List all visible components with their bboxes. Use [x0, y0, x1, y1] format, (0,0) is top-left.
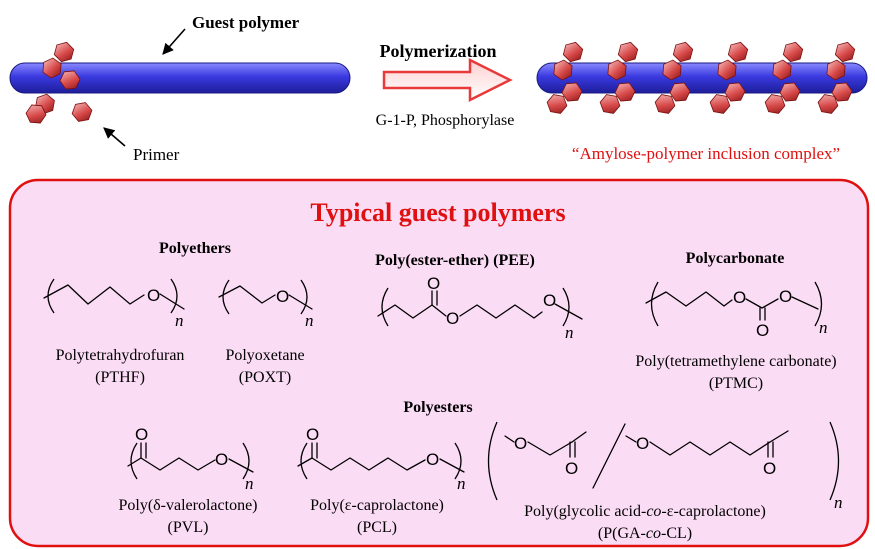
polymerization-arrow	[382, 57, 513, 103]
pee-repeat-n: n	[565, 323, 574, 342]
pthf-abbr: (PTHF)	[95, 369, 145, 386]
poxt-name: Polyoxetane	[225, 347, 304, 364]
inclusion-complex	[536, 39, 868, 118]
primer-pointer	[103, 127, 126, 147]
pcl-oxygen: O	[426, 450, 439, 469]
pgacl-separator	[592, 423, 626, 489]
guest-polymer-pointer	[162, 28, 186, 55]
poxt-oxygen: O	[276, 287, 289, 306]
ptmc-structure: O O O n	[645, 281, 828, 340]
ptmc-abbr: (PTMC)	[709, 375, 763, 392]
pee-carbonyl-oxygen: O	[427, 274, 440, 293]
ptmc-carbonyl-oxygen: O	[756, 321, 769, 340]
category-pee: Poly(ester-ether) (PEE)	[375, 252, 535, 269]
pcl-structure: O O n	[297, 425, 466, 493]
pee-structure: O O O n	[377, 274, 583, 342]
pcl-abbr: (PCL)	[357, 519, 397, 536]
category-polycarbonate: Polycarbonate	[686, 250, 785, 267]
pgacl-repeat-n: n	[834, 493, 843, 512]
pvl-name: Poly(δ-valerolactone)	[118, 497, 257, 514]
category-polyethers: Polyethers	[159, 240, 231, 257]
ptmc-repeat-n: n	[819, 318, 828, 337]
pvl-structure: O O n	[127, 425, 254, 493]
pthf-structure: O n	[43, 278, 185, 330]
polymerization-conditions: G-1-P, Phosphorylase	[376, 112, 515, 129]
pgacl-ga-ether-oxygen: O	[514, 434, 527, 453]
ptmc-oxygen-right: O	[779, 287, 792, 306]
complex-polymer-rod	[536, 62, 868, 94]
guest-polymer-rod	[9, 62, 351, 94]
ptmc-name: Poly(tetramethylene carbonate)	[635, 353, 836, 370]
primer-label: Primer	[133, 145, 180, 164]
pee-ester-oxygen: O	[446, 309, 459, 328]
pcl-repeat-n: n	[457, 474, 466, 493]
pthf-oxygen: O	[147, 286, 160, 305]
pgacl-ga-carbonyl-oxygen: O	[565, 459, 578, 478]
category-polyesters: Polyesters	[403, 399, 472, 416]
pthf-repeat-n: n	[175, 311, 184, 330]
poxt-repeat-n: n	[305, 311, 314, 330]
pcl-carbonyl-oxygen: O	[306, 425, 319, 444]
ptmc-oxygen-left: O	[733, 288, 746, 307]
pvl-abbr: (PVL)	[168, 519, 209, 536]
pvl-repeat-n: n	[245, 474, 254, 493]
inclusion-complex-label: “Amylose-polymer inclusion complex”	[572, 144, 840, 163]
pthf-name: Polytetrahydrofuran	[56, 347, 185, 364]
guest-polymer-label: Guest polymer	[192, 13, 300, 32]
pgacl-cl-carbonyl-oxygen: O	[763, 459, 776, 478]
polymerization-title: Polymerization	[380, 41, 497, 61]
pgacl-cl-ether-oxygen: O	[636, 434, 649, 453]
pgacl-abbr: (P(GA-co-CL)	[598, 525, 692, 542]
pcl-name: Poly(ε-caprolactone)	[310, 497, 444, 514]
pee-ether-oxygen: O	[543, 291, 556, 310]
panel-title: Typical guest polymers	[310, 198, 565, 227]
pvl-oxygen: O	[215, 450, 228, 469]
pgacl-name: Poly(glycolic acid-co-ε-caprolactone)	[524, 503, 766, 520]
pvl-carbonyl-oxygen: O	[135, 425, 148, 444]
pgacl-structure: O O O O n	[487, 421, 843, 512]
guest-polymers-panel	[8, 178, 870, 548]
poxt-structure: O n	[218, 279, 314, 330]
poxt-abbr: (POXT)	[239, 369, 291, 386]
guest-polymer-with-primer	[9, 39, 351, 128]
